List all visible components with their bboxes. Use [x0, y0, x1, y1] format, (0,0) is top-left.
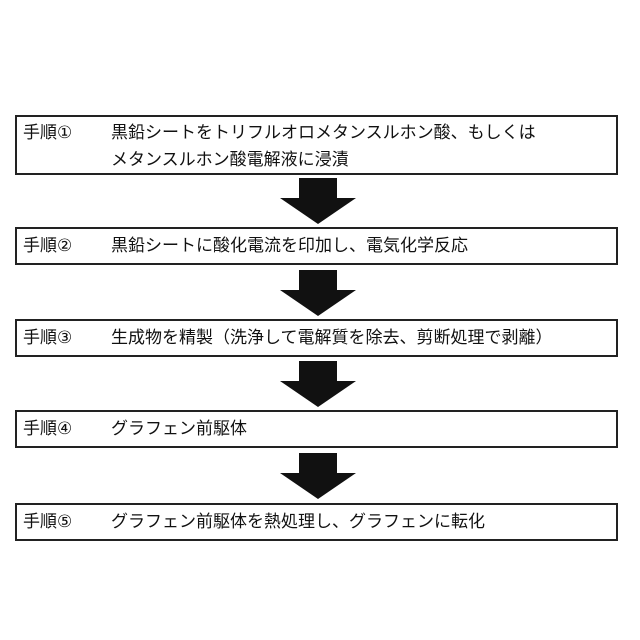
step-1-text: 黒鉛シートをトリフルオロメタンスルホン酸、もしくは メタンスルホン酸電解液に浸漬 — [109, 120, 616, 174]
step-4-text: グラフェン前駆体 — [109, 416, 616, 443]
step-1-box: 手順① 黒鉛シートをトリフルオロメタンスルホン酸、もしくは メタンスルホン酸電解… — [15, 115, 618, 175]
step-5-box: 手順⑤ グラフェン前駆体を熱処理し、グラフェンに転化 — [15, 503, 618, 541]
step-1-label: 手順① — [17, 120, 109, 147]
down-arrow-icon — [280, 453, 356, 499]
step-3-text: 生成物を精製（洗浄して電解質を除去、剪断処理で剥離） — [109, 325, 616, 352]
step-4-box: 手順④ グラフェン前駆体 — [15, 410, 618, 448]
down-arrow-icon — [280, 178, 356, 224]
step-3-box: 手順③ 生成物を精製（洗浄して電解質を除去、剪断処理で剥離） — [15, 319, 618, 357]
step-5-text: グラフェン前駆体を熱処理し、グラフェンに転化 — [109, 509, 616, 536]
step-5-label: 手順⑤ — [17, 509, 109, 536]
step-2-text: 黒鉛シートに酸化電流を印加し、電気化学反応 — [109, 233, 616, 260]
down-arrow-icon — [280, 270, 356, 316]
step-2-box: 手順② 黒鉛シートに酸化電流を印加し、電気化学反応 — [15, 227, 618, 265]
step-2-label: 手順② — [17, 233, 109, 260]
step-3-label: 手順③ — [17, 325, 109, 352]
down-arrow-icon — [280, 361, 356, 407]
step-4-label: 手順④ — [17, 416, 109, 443]
